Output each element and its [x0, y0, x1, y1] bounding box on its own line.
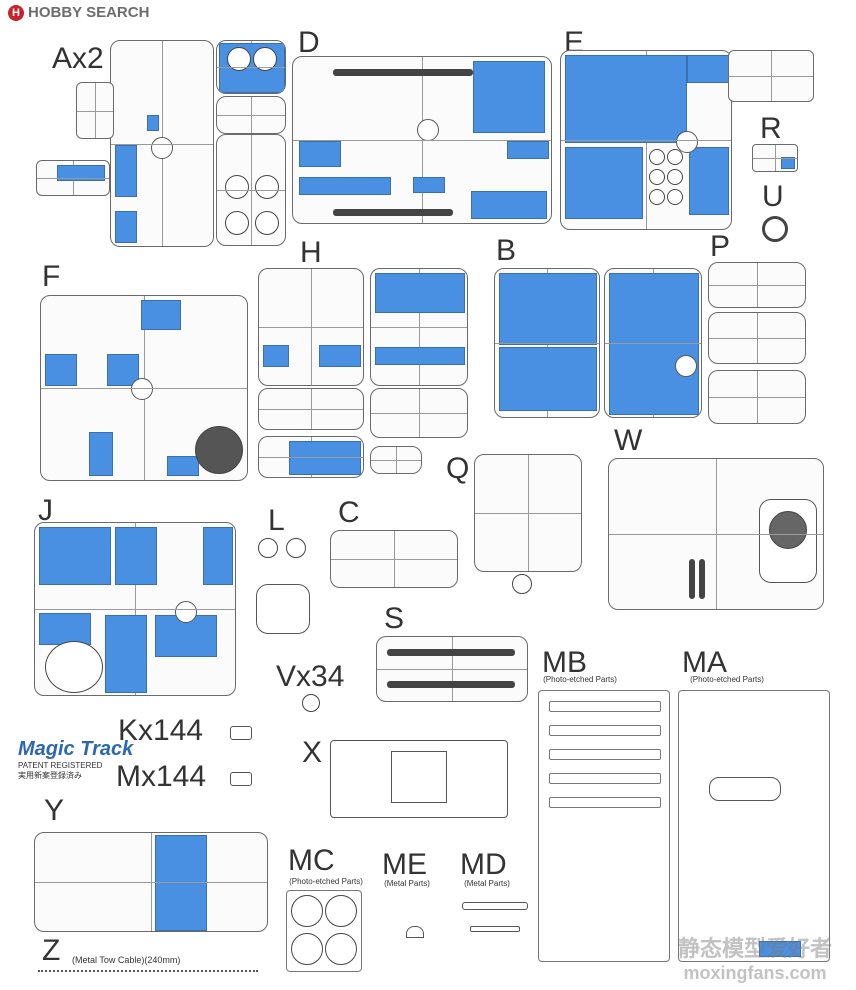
sprue-label-z: Z: [42, 934, 61, 967]
sprue-mc: [286, 890, 362, 972]
part-l-wheel-1: [258, 538, 278, 558]
part-q-ring: [512, 574, 532, 594]
sprue-label-k: Kx144: [118, 714, 204, 747]
part-u-ring: [762, 216, 788, 242]
sprue-sub-md: (Metal Parts): [464, 879, 510, 888]
sprue-ma: [678, 690, 830, 962]
sprue-e-extension: [728, 50, 814, 102]
sprue-s: [376, 636, 528, 702]
sprue-label-b: B: [496, 234, 517, 267]
part-me-dome: [406, 926, 424, 938]
sprue-label-f: F: [42, 260, 61, 293]
sprue-h-bottom: [258, 436, 364, 478]
sprue-label-mb: MB: [542, 646, 587, 679]
sprue-sub-mc: (Photo-etched Parts): [289, 877, 363, 886]
sprue-sub-mb: (Photo-etched Parts): [543, 675, 617, 684]
sprue-label-q: Q: [446, 452, 470, 485]
part-l-wheel-2: [286, 538, 306, 558]
sprue-h-side: [370, 388, 468, 438]
sprue-a-right-top: [216, 40, 286, 94]
sprue-sub-ma: (Photo-etched Parts): [690, 675, 764, 684]
sprue-label-h: H: [300, 236, 322, 269]
sprue-q: [474, 454, 582, 572]
sprue-a-small-tab: [36, 160, 110, 196]
watermark: 静态模型爱好者 moxingfans.com: [678, 931, 832, 984]
hobby-search-logo: H HOBBY SEARCH: [8, 4, 149, 21]
sprue-label-c: C: [338, 496, 360, 529]
part-v-ring: [302, 694, 320, 712]
watermark-cn: 静态模型爱好者: [677, 936, 832, 961]
sprue-e: [560, 50, 732, 230]
sprue-label-y: Y: [44, 794, 65, 827]
sprue-b-right: [604, 268, 702, 418]
sprue-label-u: U: [762, 180, 784, 213]
sprue-label-a: Ax2: [52, 42, 104, 75]
sprue-label-me: ME: [382, 848, 427, 881]
logo-icon: H: [8, 4, 24, 21]
magic-track-jp: 実用新案登録済み: [18, 771, 82, 780]
sprue-label-r: R: [760, 112, 782, 145]
sprue-b: [494, 268, 600, 418]
sprue-p-2: [708, 312, 806, 364]
sprue-a-right-mid: [216, 96, 286, 134]
sprue-p-1: [708, 262, 806, 308]
sprue-a: [110, 40, 214, 247]
sprue-label-mc: MC: [288, 844, 335, 877]
sprue-h-mini: [370, 446, 422, 474]
sprue-h-lower: [258, 388, 364, 430]
part-md-barrel: [462, 902, 528, 910]
watermark-url: moxingfans.com: [683, 963, 827, 983]
sprue-label-x: X: [302, 736, 323, 769]
sprue-h: [258, 268, 364, 386]
sprue-label-l: L: [268, 504, 285, 537]
sprue-label-j: J: [38, 494, 53, 527]
sprue-label-w: W: [614, 424, 643, 457]
sprue-label-p: P: [710, 230, 731, 263]
part-z-cable: [38, 970, 258, 976]
sprue-label-md: MD: [460, 848, 507, 881]
sprue-j: [34, 522, 236, 696]
logo-text: HOBBY SEARCH: [28, 4, 150, 21]
sprue-label-v: Vx34: [276, 660, 345, 693]
sprue-p-3: [708, 370, 806, 424]
magic-track-patent: PATENT REGISTERED: [18, 761, 103, 770]
sprue-a-right-bottom: [216, 134, 286, 246]
magic-track-logo: Magic Track: [18, 738, 134, 760]
sprue-label-s: S: [384, 602, 405, 635]
sprue-h-right: [370, 268, 468, 386]
part-md-rod: [470, 926, 520, 932]
sprue-mb: [538, 690, 670, 962]
sprue-a-left-tab: [76, 82, 114, 139]
sprue-r: [752, 144, 798, 172]
part-m-link: [230, 772, 252, 786]
sprue-y: [34, 832, 268, 932]
sprue-w: [608, 458, 824, 610]
sprue-label-ma: MA: [682, 646, 727, 679]
sprue-sub-z: (Metal Tow Cable)(240mm): [72, 955, 181, 965]
sprue-label-d: D: [298, 26, 320, 59]
sprue-f: [40, 295, 248, 481]
sprue-label-m: Mx144: [116, 760, 207, 793]
sprue-d: [292, 56, 552, 224]
sprue-sub-me: (Metal Parts): [384, 879, 430, 888]
sprue-c: [330, 530, 458, 588]
part-k-link: [230, 726, 252, 740]
part-x-hull: [330, 740, 508, 818]
part-j-turret: [256, 584, 310, 634]
